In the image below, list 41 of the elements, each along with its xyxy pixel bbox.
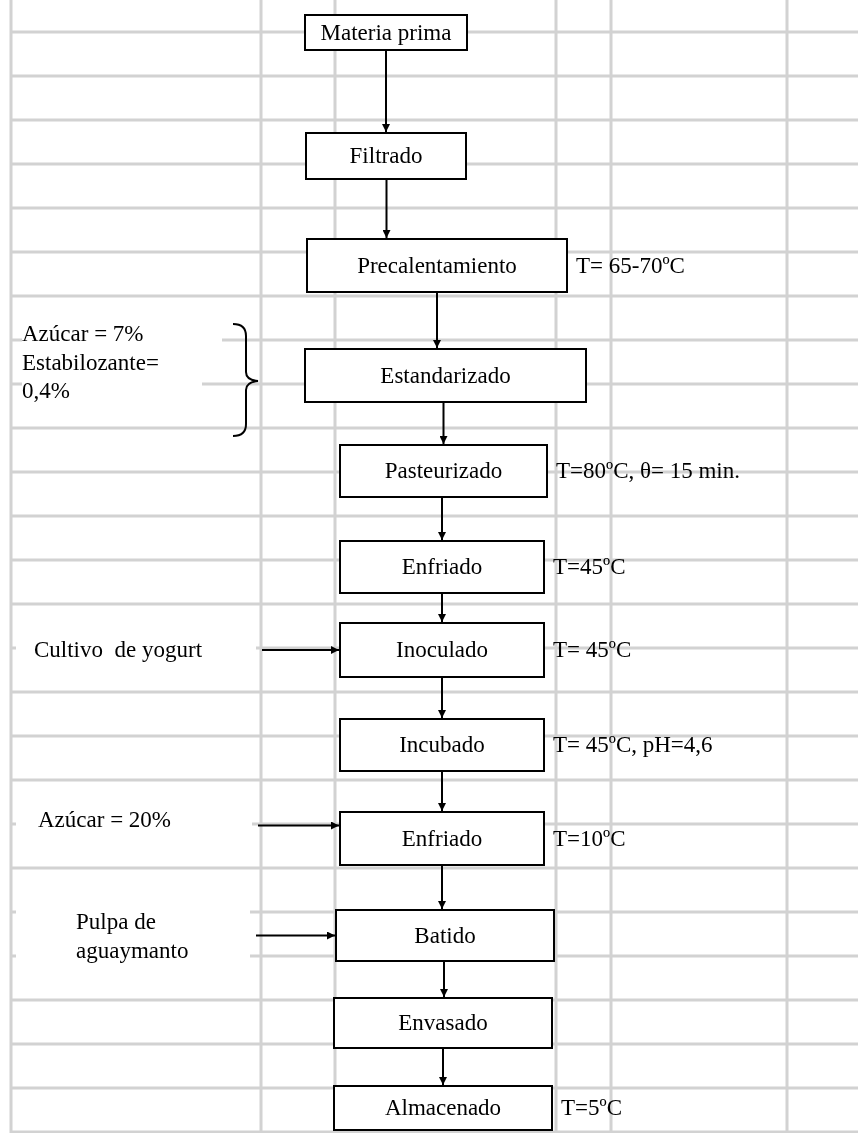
arrow [438,677,446,719]
process-box [305,132,467,180]
input-label: Azúcar = 20% [38,805,172,834]
condition-note: T=80ºC, θ= 15 min. [556,458,740,484]
step-label: Incubado [399,732,485,758]
step-label: Precalentamiento [357,252,517,279]
step-label: Estandarizado [380,362,511,389]
condition-note: T= 45ºC, pH=4,6 [553,732,713,758]
arrow [438,593,446,623]
step-label: Inoculado [396,637,488,663]
condition-note: T=5ºC [561,1095,622,1121]
arrow [439,1048,447,1086]
arrow [261,646,340,654]
process-box [333,997,553,1049]
input-label: Cultivo de yogurt [34,635,203,664]
input-label: Pulpa de aguaymanto [76,908,190,965]
arrow [382,50,390,133]
arrow [438,865,446,910]
arrow [438,497,446,541]
condition-note: T= 45ºC [553,637,632,663]
step-label: Materia prima [320,19,452,46]
condition-note: T=10ºC [553,825,626,852]
process-box [335,909,555,962]
step-label: Filtrado [349,143,423,169]
step-label: Envasado [398,1010,488,1036]
step-label: Enfriado [401,825,483,852]
process-box [304,14,468,51]
condition-note: T=45ºC [553,554,626,580]
step-label: Batido [414,922,476,949]
step-label: Enfriado [401,554,483,580]
arrow [440,961,448,998]
process-box [304,348,587,403]
arrow [438,771,446,812]
arrow [382,179,391,239]
condition-note: T= 65-70ºC [576,252,685,279]
step-label: Pasteurizado [384,458,503,484]
arrow [257,821,340,830]
arrow [255,931,336,940]
arrow [433,292,441,349]
arrow [439,402,448,445]
step-label: Almacenado [384,1095,502,1121]
